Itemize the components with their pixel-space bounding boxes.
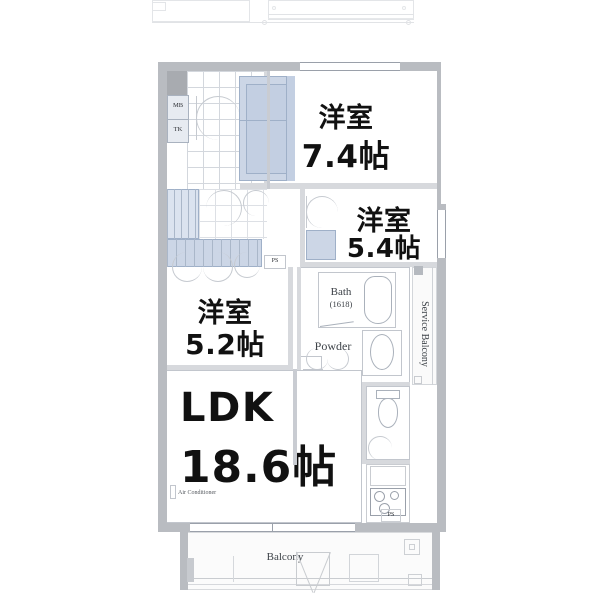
upper-fragment-node-left [262,20,267,25]
balcony-partition-panel [296,552,330,586]
exterior-wall-right-lower [437,204,446,532]
bedroom-3-wall-bottom [167,365,293,370]
bedroom-3-name: 洋室 [197,298,253,329]
vanity-counter [362,330,402,376]
balcony-drain-inner [409,544,415,550]
service-balcony-label: Service Balcony [419,301,430,367]
bedroom-3-size: 5.2帖 [185,328,265,361]
air-conditioner-mark [170,485,176,499]
bedroom-3-closet-arc-1 [172,252,202,282]
pipe-shaft-3-label: PS [387,512,395,518]
upper-fragment-node-right [406,20,411,25]
upper-fragment-stub [152,2,166,11]
bedroom-1-floor [268,71,437,189]
upper-fragment-baseline [152,22,414,23]
sanitary-wall-left [297,267,301,385]
bedroom-2-closet [306,230,336,260]
balcony-divider-line [233,556,234,582]
bath-label: Bath (1618) [318,286,364,309]
balcony-wall-left [180,532,188,590]
bathtub [364,276,392,324]
bedroom-3-closet-arc-3 [234,252,260,278]
balcony-rail-outer [188,578,432,579]
bath-label-text: Bath [330,286,352,298]
ldk-sliding-window-mullion [272,523,273,532]
ldk-floor [167,370,362,523]
meter-cabinet-divider [167,119,189,120]
bedroom-2-wall-bottom [300,262,437,267]
balcony-evacuation-hatch [349,554,379,582]
bedroom-2-door-leaf [306,196,307,228]
bedroom-1-wall-bottom [240,183,437,189]
entrance-door-slab [167,71,187,101]
hall-wall-right [267,71,270,189]
pipe-shaft-1 [264,255,286,269]
trunk-room-label: TK [173,126,183,133]
upper-fragment-node-inner [272,6,276,10]
bedroom-1-name: 洋室 [318,103,374,134]
upper-fragment-rail [268,14,414,15]
ldk-partition-top [293,369,297,465]
balcony-outlet [408,574,422,586]
pipe-shaft-1-label: PS [271,258,279,264]
powder-sink [370,334,394,370]
upper-fragment-rail-2 [268,18,414,19]
bedroom-1-size: 7.4帖 [301,139,391,175]
service-balcony-outlet [414,266,423,275]
balcony-wall-right [432,532,440,590]
exterior-wall-top [158,62,441,71]
bedroom-2-window [437,210,446,258]
wc-wall-bottom [362,460,410,464]
wc-tank [376,390,400,399]
balcony-label: Balcony [266,551,304,563]
bedroom-2-door-arc [306,196,338,228]
powder-door-arc-2 [327,348,349,370]
service-balcony-rail [432,267,433,385]
stove-burner-1 [374,491,385,502]
ldk-size: 18.6帖 [180,442,337,493]
stove-burner-3 [379,503,390,514]
hall-door-arc-1 [206,190,242,226]
pipe-shaft-3 [381,509,401,522]
bedroom-2-name: 洋室 [356,206,412,237]
wc-door-arc [368,436,392,460]
kitchen-counter [370,466,406,486]
stove-burner-2 [390,491,399,500]
service-balcony-drain [414,376,422,384]
bedroom-2-size: 5.4帖 [346,234,422,264]
exterior-wall-left [158,62,167,532]
hall-door-arc-2 [243,190,269,216]
balcony-floor [180,532,440,590]
meter-box-label: MB [172,102,184,109]
balcony-drain [404,539,420,555]
bedroom-1-window [300,62,400,71]
bedroom-3-wall-right [288,267,293,369]
balcony-post [187,558,194,582]
bath-size-label: (1618) [329,298,353,309]
bedroom-2-wall-left [300,189,305,265]
shoe-cabinet-shelves [167,189,199,239]
upper-fragment-outline [152,0,250,22]
air-conditioner-label: Air Conditioner [178,490,217,496]
ldk-name: LDK [180,385,275,431]
bedroom-1-closet-doors [286,76,295,181]
bedroom-3-closet-arc-2 [203,252,233,282]
upper-fragment-node-inner-2 [402,6,406,10]
powder-door-arc-1 [306,348,328,370]
entry-door-leaf [196,96,197,140]
entry-door-arc [196,96,240,140]
toilet-fixture [378,398,398,428]
wc-wall-left [362,386,366,464]
upper-fragment-outline-right [268,0,414,20]
